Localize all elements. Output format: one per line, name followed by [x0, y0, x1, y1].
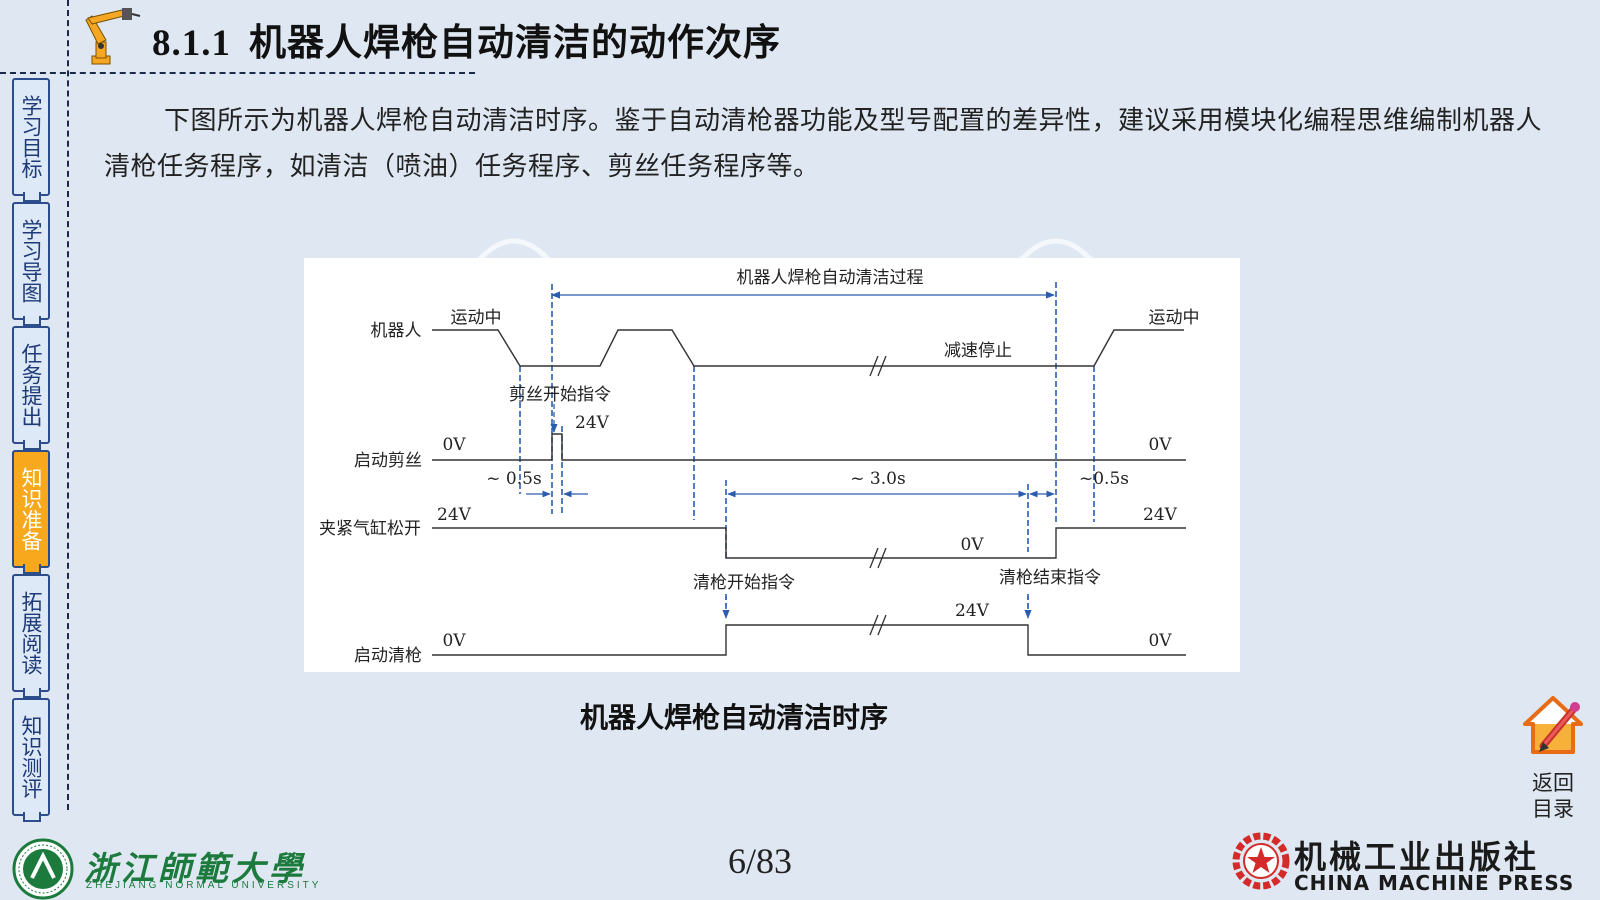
sidebar-item-label: 知识准备	[19, 467, 43, 551]
label-cut-cmd: 剪丝开始指令	[509, 385, 611, 405]
intro-paragraph: 下图所示为机器人焊枪自动清洁时序。鉴于自动清枪器功能及型号配置的差异性，建议采用…	[104, 106, 1543, 182]
return-to-contents-button[interactable]: 返回 目录	[1518, 694, 1588, 822]
break-mark	[869, 355, 887, 377]
label-robot: 机器人	[371, 321, 422, 341]
robot-signal-line	[432, 329, 1184, 367]
sidebar-divider	[67, 0, 69, 810]
decorative-arc	[1019, 238, 1093, 262]
sidebar-item-label: 拓展阅读	[19, 591, 43, 675]
press-name: 机械工业出版社	[1294, 838, 1540, 876]
cut-signal-line	[432, 433, 1186, 461]
sidebar-item-label: 学习目标	[19, 95, 43, 179]
university-name: 浙江師範大學	[84, 849, 306, 888]
title-text: 机器人焊枪自动清洁的动作次序	[249, 21, 781, 64]
label-t-05-right: ~0.5s	[1079, 469, 1129, 489]
sidebar-item-label: 任务提出	[19, 343, 43, 427]
label-start-cut: 启动剪丝	[354, 451, 422, 471]
label-clamp: 夹紧气缸松开	[319, 518, 421, 539]
label-clean-end-cmd: 清枪结束指令	[999, 568, 1101, 588]
sidebar-item-label: 学习导图	[19, 219, 43, 303]
label-clamp-24v-right: 24V	[1143, 505, 1178, 525]
sidebar-item-knowledge-prep[interactable]: 知识准备	[12, 450, 50, 574]
return-label-2: 目录	[1532, 797, 1574, 821]
press-name-en: CHINA MACHINE PRESS	[1294, 871, 1575, 895]
press-star-gear-icon	[1232, 832, 1290, 890]
label-clean-start-cmd: 清枪开始指令	[693, 573, 795, 593]
label-t-05-left: ~ 0.5s	[486, 469, 541, 489]
label-moving-right: 运动中	[1149, 308, 1200, 328]
label-clamp-0v: 0V	[960, 535, 984, 555]
robot-arm-icon	[85, 8, 141, 65]
label-cut-0v-right: 0V	[1148, 435, 1172, 455]
label-t-30: ~ 3.0s	[850, 469, 905, 489]
sidebar-item-learning-goals[interactable]: 学习目标	[12, 78, 50, 202]
sidebar-item-knowledge-test[interactable]: 知识测评	[12, 698, 50, 822]
clamp-signal-line	[432, 527, 1186, 559]
sidebar-item-label: 知识测评	[19, 715, 43, 799]
university-name-en: ZHEJIANG NORMAL UNIVERSITY	[86, 880, 322, 891]
page-number: 6/83	[727, 841, 792, 881]
page-title: 8.1.1 机器人焊枪自动清洁的动作次序	[152, 12, 781, 66]
sidebar-item-learning-map[interactable]: 学习导图	[12, 202, 50, 326]
sidebar-item-task[interactable]: 任务提出	[12, 326, 50, 450]
university-seal-icon	[12, 838, 74, 900]
label-process: 机器人焊枪自动清洁过程	[737, 268, 924, 288]
decorative-arc	[477, 238, 551, 262]
section-number: 8.1.1	[152, 23, 231, 64]
label-cut-0v-left: 0V	[442, 435, 466, 455]
timing-diagram-svg: 机器人焊枪自动清洁过程 机器人 运动中 运动中 减速停止 剪丝开始指令 24V …	[319, 268, 1200, 666]
label-moving-left: 运动中	[451, 308, 502, 328]
label-start-clean: 启动清枪	[354, 646, 422, 666]
label-clamp-24v-left: 24V	[437, 505, 472, 525]
label-cut-24v: 24V	[575, 413, 610, 433]
return-label-1: 返回	[1532, 771, 1574, 795]
home-pencil-icon	[1523, 696, 1583, 754]
label-clean-24v: 24V	[955, 601, 990, 621]
label-clean-0v-right: 0V	[1148, 631, 1172, 651]
sidebar-item-extended-reading[interactable]: 拓展阅读	[12, 574, 50, 698]
clean-signal-line	[432, 624, 1186, 656]
header-divider	[0, 72, 475, 74]
timing-markers	[519, 282, 1095, 614]
timing-diagram: 机器人焊枪自动清洁过程 机器人 运动中 运动中 减速停止 剪丝开始指令 24V …	[304, 258, 1240, 672]
label-clean-0v-left: 0V	[442, 631, 466, 651]
figure-caption: 机器人焊枪自动清洁时序	[579, 701, 888, 734]
label-decel-stop: 减速停止	[944, 341, 1012, 361]
